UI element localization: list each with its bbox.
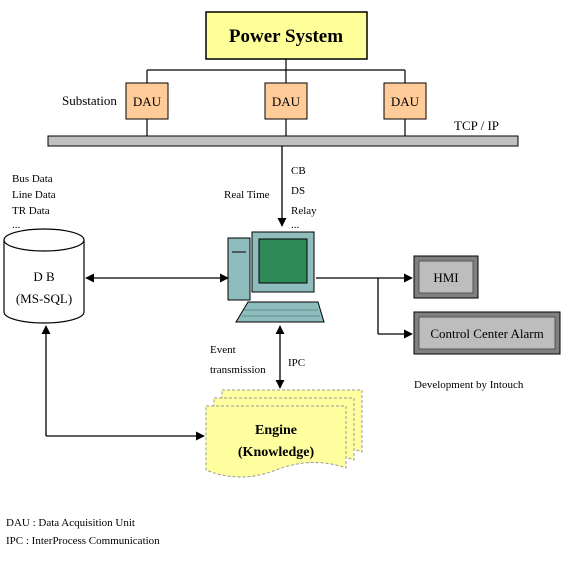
db-data-line: Line Data bbox=[12, 189, 56, 201]
multi-document-icon: Engine (Knowledge) bbox=[205, 389, 363, 478]
development-note: Development by Intouch bbox=[414, 379, 524, 391]
computer-workstation-icon bbox=[227, 231, 325, 323]
dau-label: DAU bbox=[391, 94, 420, 109]
db-data-bus: Bus Data bbox=[12, 173, 53, 185]
transmission-label: transmission bbox=[210, 364, 266, 376]
event-label: Event bbox=[210, 344, 236, 356]
engine-label: Engine bbox=[255, 423, 297, 438]
db-engine-arrow bbox=[41, 325, 205, 441]
signal-cb: CB bbox=[291, 165, 306, 177]
dau-bus-connectors bbox=[146, 119, 406, 136]
dau-unit-1: DAU bbox=[125, 82, 169, 120]
db-label: D B bbox=[33, 269, 55, 284]
tcp-ip-bus bbox=[47, 135, 519, 147]
ipc-label: IPC bbox=[288, 357, 305, 369]
substation-label: Substation bbox=[62, 93, 117, 108]
db-label-mssql: (MS-SQL) bbox=[16, 291, 72, 306]
dau-label: DAU bbox=[272, 94, 301, 109]
power-system-box: Power System bbox=[205, 11, 368, 60]
output-arrows bbox=[316, 273, 413, 339]
alarm-label: Control Center Alarm bbox=[430, 326, 543, 341]
dau-unit-3: DAU bbox=[383, 82, 427, 120]
bus-label: TCP / IP bbox=[454, 118, 499, 133]
legend-dau: DAU : Data Acquisition Unit bbox=[6, 517, 135, 529]
signal-relay: Relay bbox=[291, 205, 317, 217]
real-time-label: Real Time bbox=[224, 189, 270, 201]
signal-more: ... bbox=[291, 219, 300, 231]
legend-ipc: IPC : InterProcess Communication bbox=[6, 535, 160, 547]
hmi-label: HMI bbox=[433, 270, 458, 285]
dau-label: DAU bbox=[133, 94, 162, 109]
control-center-alarm-box: Control Center Alarm bbox=[413, 311, 561, 355]
hmi-box: HMI bbox=[413, 255, 479, 299]
db-data-more: ... bbox=[12, 219, 21, 231]
db-data-tr: TR Data bbox=[12, 205, 50, 217]
knowledge-label: (Knowledge) bbox=[238, 445, 315, 460]
power-distribution-lines bbox=[146, 59, 406, 83]
dau-unit-2: DAU bbox=[264, 82, 308, 120]
power-system-label: Power System bbox=[229, 26, 343, 47]
signal-ds: DS bbox=[291, 185, 305, 197]
database-cylinder-icon: D B (MS-SQL) bbox=[3, 228, 85, 324]
